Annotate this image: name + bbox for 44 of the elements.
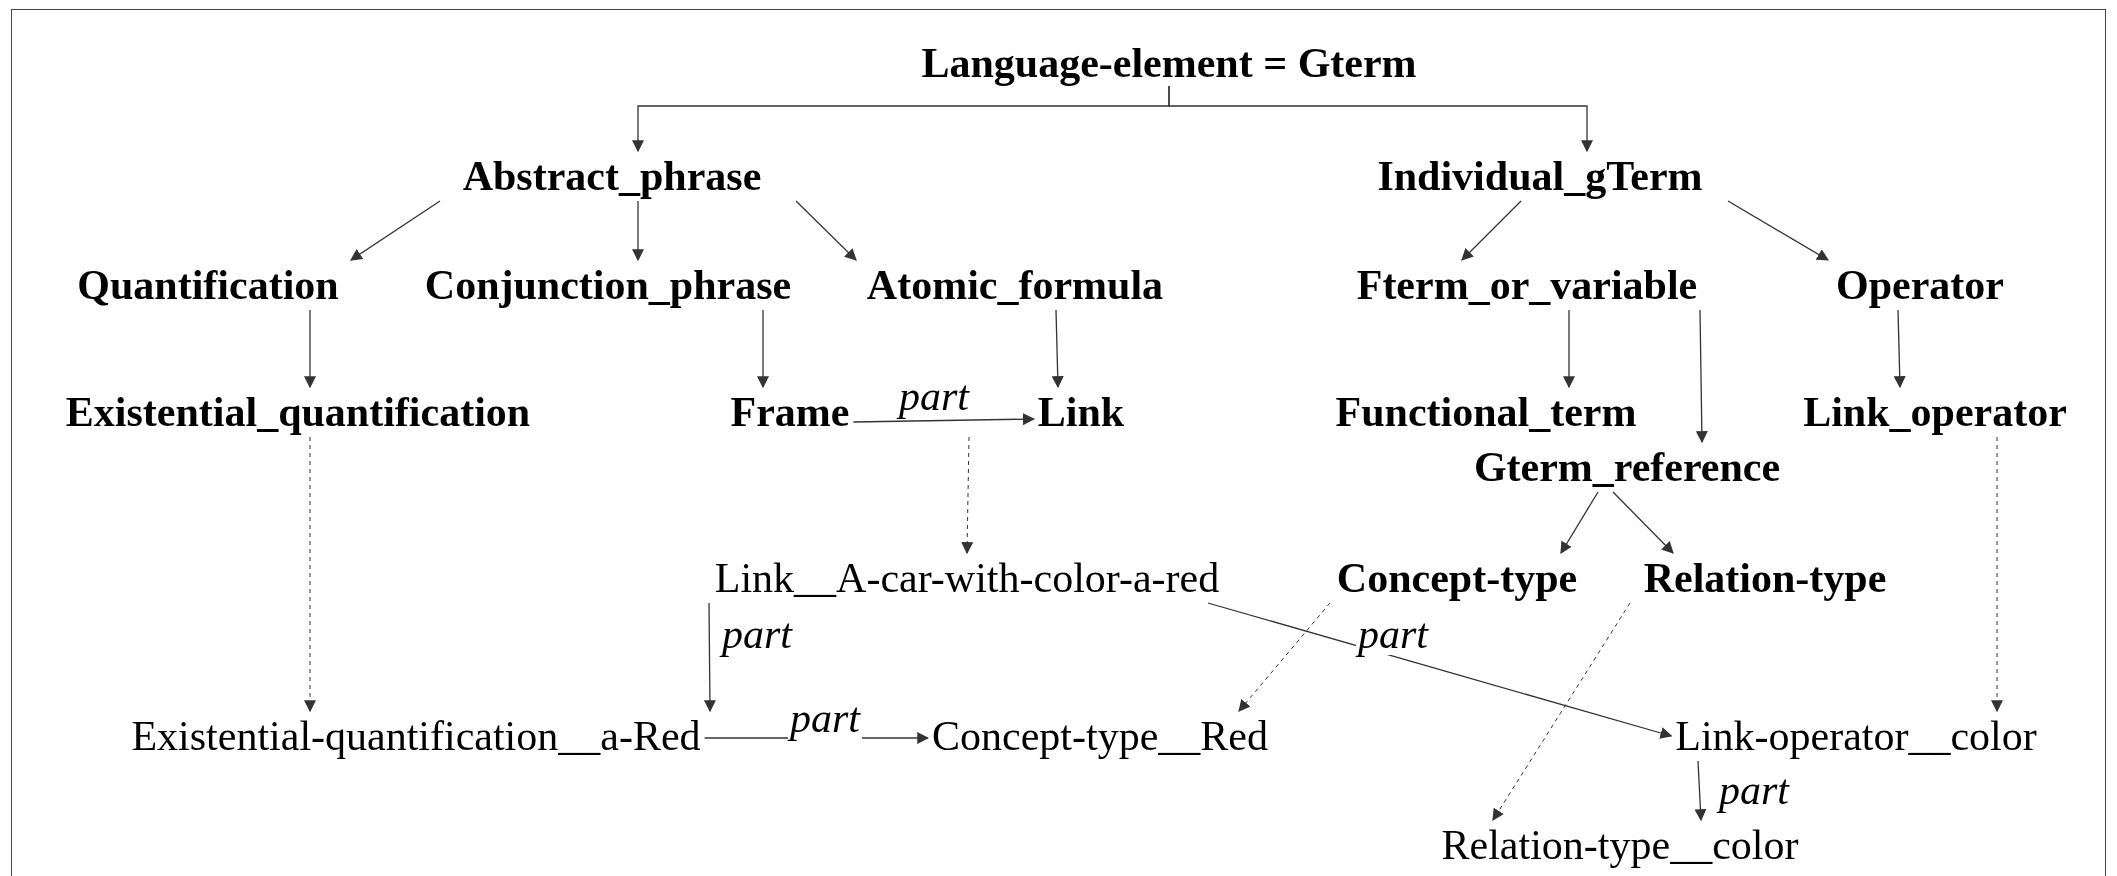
arrow: [1695, 309, 1708, 444]
arrow: [961, 436, 974, 555]
instance-label: Link-operator__color: [1675, 715, 2037, 757]
arrow: [304, 309, 316, 389]
arrow: [757, 309, 769, 389]
arrow: [1694, 760, 1707, 822]
arrow: [1238, 602, 1331, 712]
class-label: Frame: [730, 391, 850, 433]
class-label: Quantification: [77, 264, 339, 306]
arrow: [304, 436, 316, 713]
class-label: Conjunction_phrase: [424, 264, 792, 306]
class-label: Existential_quantification: [65, 391, 531, 433]
arrow: [1563, 309, 1575, 389]
class-label: Link_operator: [1803, 391, 2067, 433]
class-label: Atomic_formula: [866, 264, 1164, 306]
arrow: [350, 200, 441, 261]
arrow: [1560, 491, 1599, 555]
class-label: Relation-type: [1643, 557, 1887, 599]
arrow: [1991, 436, 2003, 713]
arrow: [1051, 309, 1064, 389]
class-label: Individual_gTerm: [1377, 155, 1703, 197]
arrow: [1168, 85, 1593, 153]
arrow: [852, 413, 1035, 426]
class-label: Fterm_or_variable: [1356, 264, 1698, 306]
arrow: [632, 200, 644, 262]
class-label: Link: [1037, 391, 1125, 433]
arrow: [1893, 309, 1906, 389]
class-label: Gterm_reference: [1473, 446, 1781, 488]
instance-label: Link__A-car-with-color-a-red: [714, 557, 1220, 599]
arrow: [795, 200, 857, 261]
instance-label: Existential-quantification__a-Red: [131, 715, 701, 757]
class-label: Concept-type: [1336, 557, 1578, 599]
class-label: Functional_term: [1335, 391, 1637, 433]
arrow: [1207, 602, 1673, 739]
arrow: [1727, 200, 1830, 261]
class-label: Abstract_phrase: [462, 155, 762, 197]
arrow: [703, 602, 716, 713]
arrow: [1492, 602, 1631, 821]
arrow: [1461, 200, 1522, 261]
arrow: [1612, 491, 1674, 554]
instance-label: Relation-type__color: [1441, 824, 1799, 866]
instance-label: Concept-type__Red: [932, 715, 1268, 757]
class-label: Language-element = Gterm: [921, 42, 1417, 84]
class-label: Operator: [1836, 264, 2004, 306]
